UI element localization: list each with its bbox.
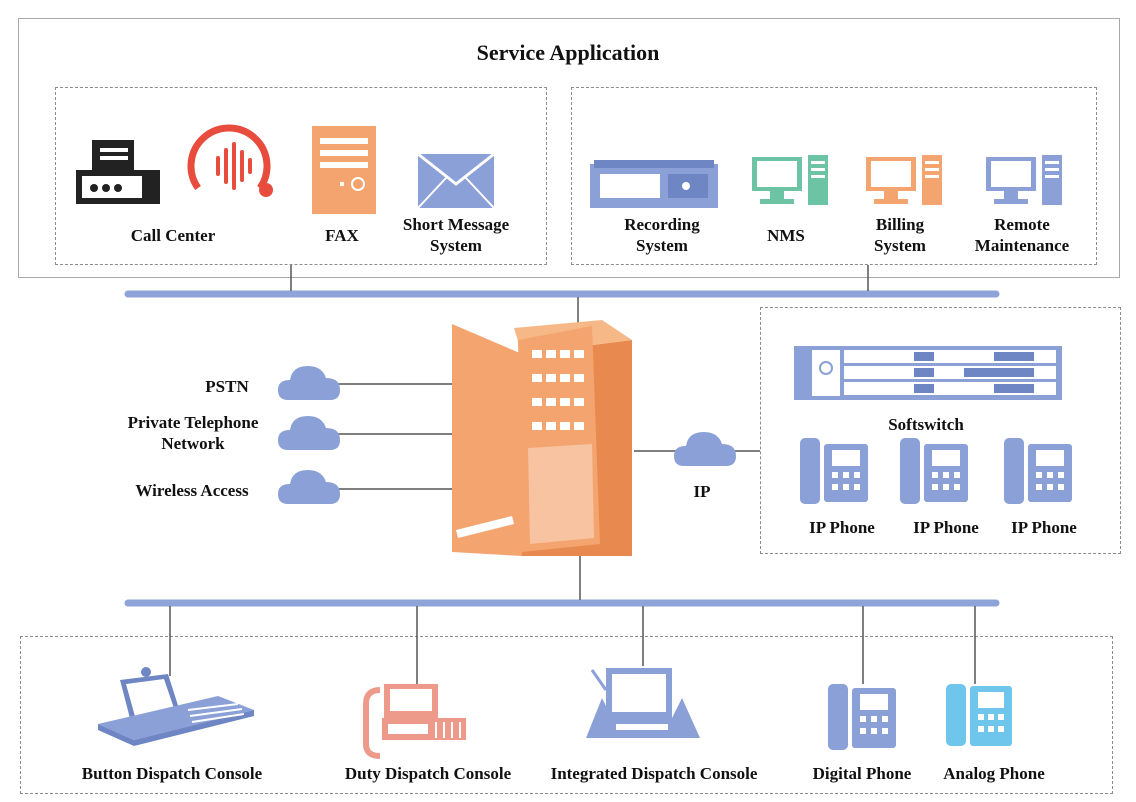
button-console-icon — [98, 667, 254, 746]
service-application-title: Service Application — [476, 40, 660, 65]
ip-cloud-icon — [674, 432, 736, 466]
central-switch-cabinet-icon — [452, 320, 632, 556]
softswitch-panel — [760, 307, 1121, 554]
fax-machine-icon — [76, 140, 160, 204]
ip-phone-icon — [800, 438, 868, 504]
nms-label: NMS — [767, 226, 805, 245]
softswitch-label: Softswitch — [888, 415, 964, 434]
call-center-headset-icon — [187, 124, 273, 197]
remote-computer-icon — [986, 155, 1062, 205]
ip-phone-label: IP Phone — [1011, 518, 1077, 537]
call-center-label: Call Center — [130, 226, 216, 245]
service-right-group — [571, 87, 1097, 265]
integrated-dispatch-console-label: Integrated Dispatch Console — [550, 764, 758, 783]
terminals-panel — [20, 636, 1113, 794]
ip-label: IP — [693, 482, 711, 501]
nms-computer-icon — [752, 155, 828, 205]
billing-computer-icon — [866, 155, 942, 205]
digital-phone-icon — [828, 684, 896, 750]
softswitch-rack-icon — [794, 346, 1062, 400]
wireless-cloud-icon — [278, 470, 340, 504]
ip-phone-label: IP Phone — [809, 518, 875, 537]
wireless-access-label: Wireless Access — [135, 481, 249, 500]
fax-server-icon — [312, 126, 376, 214]
button-dispatch-console-label: Button Dispatch Console — [81, 764, 263, 783]
integrated-console-icon — [586, 668, 700, 738]
ip-phone-label: IP Phone — [913, 518, 979, 537]
service-left-group — [55, 87, 547, 265]
service-application-panel — [18, 18, 1120, 278]
fax-label: FAX — [325, 226, 359, 245]
private-network-cloud-icon — [278, 416, 340, 450]
pstn-label: PSTN — [205, 377, 249, 396]
duty-console-icon — [363, 684, 466, 759]
envelope-icon — [417, 152, 495, 209]
recorder-rack-icon — [590, 160, 718, 208]
ip-phone-icon — [900, 438, 968, 504]
digital-phone-label: Digital Phone — [812, 764, 912, 783]
pstn-cloud-icon — [278, 366, 340, 400]
duty-dispatch-console-label: Duty Dispatch Console — [344, 764, 512, 783]
analog-phone-icon — [946, 684, 1012, 746]
ip-phone-icon — [1004, 438, 1072, 504]
analog-phone-label: Analog Phone — [943, 764, 1045, 783]
